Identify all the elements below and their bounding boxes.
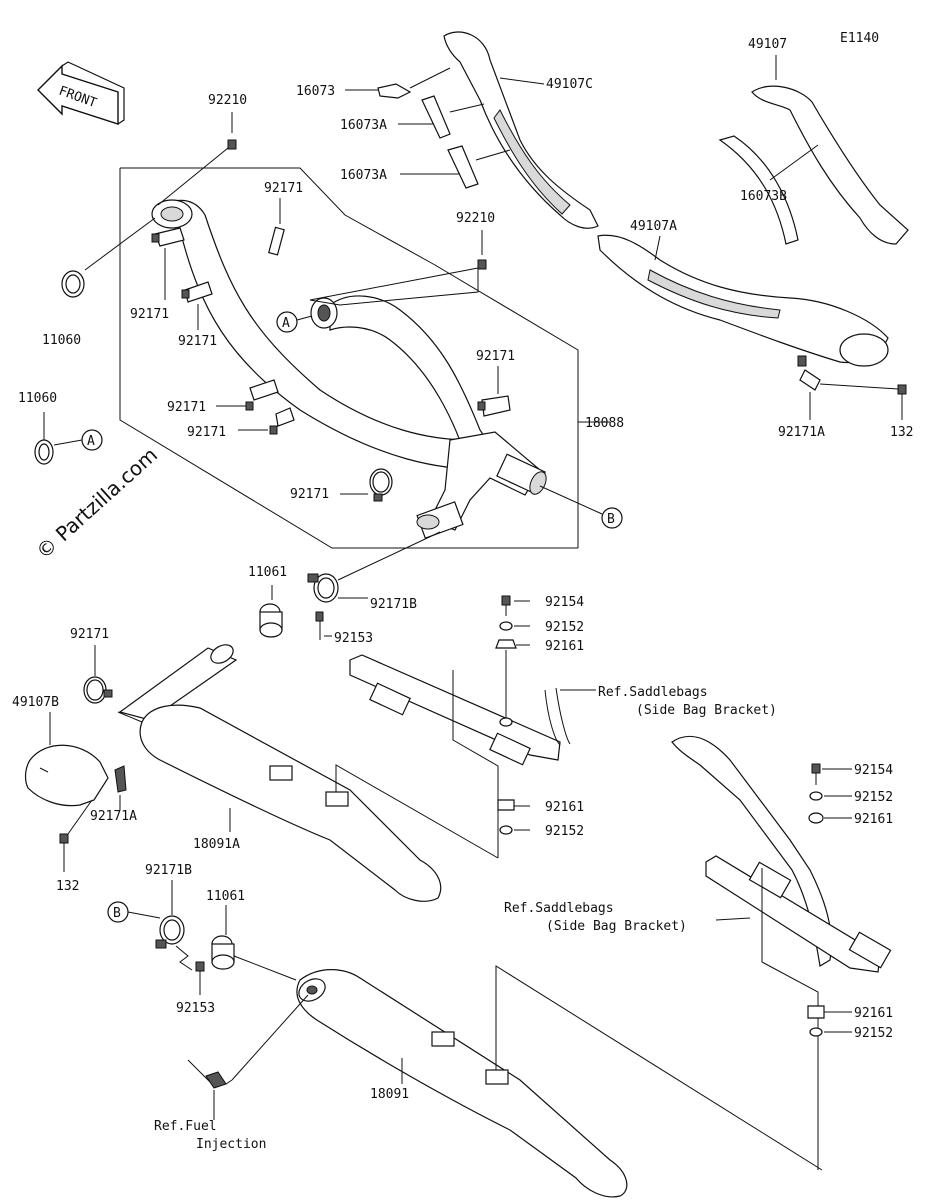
saddle-ref-1-line2: (Side Bag Bracket) — [636, 703, 777, 718]
callout-a-left-label: A — [87, 434, 95, 449]
label-18091a: 18091A — [193, 837, 240, 852]
muffler-18091 — [231, 965, 823, 1198]
label-49107c: 49107C — [546, 77, 593, 92]
label-92171-7: 92171 — [290, 487, 329, 502]
hardware-column-2 — [807, 763, 852, 1037]
label-11060-left: 11060 — [18, 391, 57, 406]
front-arrow-icon: FRONT — [37, 61, 125, 125]
label-16073b: 16073B — [740, 189, 787, 204]
strap-16073b — [718, 135, 819, 245]
heat-shield-49107c — [443, 31, 599, 229]
label-49107a: 49107A — [630, 219, 677, 234]
watermark-text: © Partzilla.com — [31, 443, 162, 564]
label-92171-1: 92171 — [264, 181, 303, 196]
clamp-92171-7 — [340, 468, 393, 502]
fuel-ref-line1: Ref.Fuel — [154, 1119, 217, 1134]
label-92171a-top: 92171A — [778, 425, 825, 440]
label-18091: 18091 — [370, 1087, 409, 1102]
clamp-92171-2 — [151, 227, 185, 300]
clip-92171a-top — [797, 355, 821, 420]
label-92161-2: 92161 — [545, 800, 584, 815]
label-92210-mid: 92210 — [456, 211, 495, 226]
label-92171b-top: 92171B — [370, 597, 417, 612]
heat-shield-49107b — [24, 712, 127, 807]
clip-16073 — [345, 67, 451, 99]
bolt-92153-top — [315, 611, 332, 640]
gasket-11060-left — [34, 412, 83, 465]
diagram-code: E1140 — [840, 31, 879, 46]
saddle-ref-2-line1: Ref.Saddlebags — [504, 901, 614, 916]
label-92171-6: 92171 — [476, 349, 515, 364]
screw-132-left — [59, 799, 93, 872]
clamp-92171-4 — [216, 379, 279, 411]
label-92171a-left: 92171A — [90, 809, 137, 824]
bolt-92210-top — [157, 112, 237, 206]
label-49107b: 49107B — [12, 695, 59, 710]
label-92154-1: 92154 — [545, 595, 584, 610]
clamp-92171-6 — [477, 366, 511, 417]
label-11061-top: 11061 — [248, 565, 287, 580]
callout-b-pipe-label: B — [607, 512, 615, 527]
saddle-ref-2-line2: (Side Bag Bracket) — [546, 919, 687, 934]
bolt-92153-lower — [195, 961, 205, 995]
label-92152-2: 92152 — [545, 824, 584, 839]
callout-a-pipe — [276, 311, 298, 333]
label-92161-1: 92161 — [545, 639, 584, 654]
screw-132-top — [819, 383, 907, 420]
clamp-92171b-lower — [155, 880, 193, 971]
label-18088: 18088 — [585, 416, 624, 431]
label-92161-3: 92161 — [854, 812, 893, 827]
hardware-column-1 — [495, 595, 530, 835]
label-92153-lower: 92153 — [176, 1001, 215, 1016]
label-16073a-1: 16073A — [340, 118, 387, 133]
label-16073: 16073 — [296, 84, 335, 99]
label-92171-8: 92171 — [70, 627, 109, 642]
label-92210-top: 92210 — [208, 93, 247, 108]
saddle-ref-1-line1: Ref.Saddlebags — [598, 685, 708, 700]
strap-16073a-1 — [398, 95, 485, 139]
saddlebag-bracket-lower — [671, 735, 892, 1170]
label-92153-top: 92153 — [334, 631, 373, 646]
connector-11061-lower — [211, 905, 297, 981]
label-11061-lower: 11061 — [206, 889, 245, 904]
label-92171-5: 92171 — [187, 425, 226, 440]
clamp-92171b-top — [307, 531, 441, 603]
callout-b-pipe — [601, 507, 623, 529]
label-92154-2: 92154 — [854, 763, 893, 778]
clamp-92171-8 — [83, 645, 113, 704]
heat-shield-49107 — [751, 55, 909, 245]
label-16073a-2: 16073A — [340, 168, 387, 183]
label-132-top: 132 — [890, 425, 913, 440]
label-132-left: 132 — [56, 879, 79, 894]
callout-a-left — [81, 429, 103, 451]
muffler-18091a — [117, 644, 499, 902]
clamp-92171-5 — [238, 407, 295, 435]
saddlebag-bracket-upper — [349, 654, 571, 858]
callout-a-pipe-label: A — [282, 316, 290, 331]
clamp-92171-1 — [268, 198, 285, 256]
bolt-92210-mid — [309, 230, 487, 306]
label-92171-3: 92171 — [178, 334, 217, 349]
header-pipe-group-outline — [119, 167, 610, 549]
label-92152-1: 92152 — [545, 620, 584, 635]
fuel-ref-line2: Injection — [196, 1137, 266, 1152]
heat-shield-49107a — [597, 234, 889, 367]
label-92152-4: 92152 — [854, 1026, 893, 1041]
label-92171-2: 92171 — [130, 307, 169, 322]
label-92171b-lower: 92171B — [145, 863, 192, 878]
label-92161-4: 92161 — [854, 1006, 893, 1021]
fuel-injection-sensor — [187, 1059, 233, 1120]
label-92171-4: 92171 — [167, 400, 206, 415]
label-92152-3: 92152 — [854, 790, 893, 805]
label-49107: 49107 — [748, 37, 787, 52]
connector-11061-top — [259, 585, 283, 638]
gasket-11060-top — [61, 217, 156, 298]
strap-16073a-2 — [400, 145, 511, 189]
label-11060-top: 11060 — [42, 333, 81, 348]
clamp-92171-3 — [181, 281, 213, 330]
callout-b-lower-label: B — [113, 906, 121, 921]
y-junction-pipe — [416, 431, 547, 539]
